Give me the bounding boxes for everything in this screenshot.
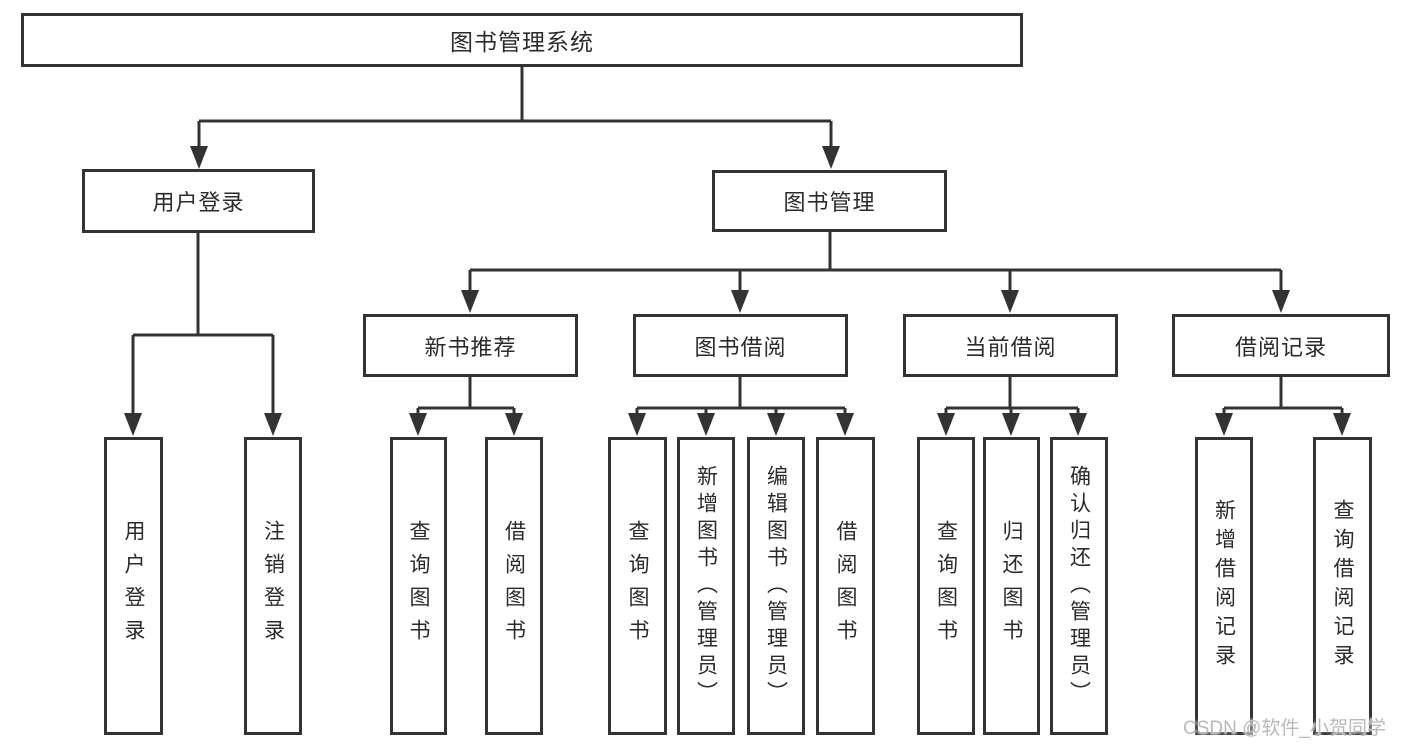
edges-current-borrow-group [937, 377, 1087, 436]
node-user-login: 用户登录 [82, 169, 315, 233]
leaf-edit-books-admin: 编辑图书（管理员） [747, 437, 805, 735]
leaf-query-borrow-record: 查询借阅记录 [1313, 437, 1372, 735]
edges-user-login-children [124, 233, 282, 436]
edges-root-to-level2 [190, 67, 840, 169]
leaf-borrow-books: 借阅图书 [816, 437, 875, 735]
leaf-return-books: 归还图书 [983, 437, 1040, 735]
node-book-borrowing: 图书借阅 [633, 314, 848, 377]
leaf-query-books-recommend: 查询图书 [390, 437, 447, 735]
leaf-add-books-admin: 新增图书（管理员） [677, 437, 735, 735]
leaf-user-login: 用户登录 [104, 437, 163, 735]
leaf-logout: 注销登录 [244, 437, 302, 735]
edges-borrow-records-group [1215, 377, 1351, 436]
edges-new-book-group [409, 377, 523, 436]
leaf-confirm-return-admin: 确认归还（管理员） [1050, 437, 1108, 735]
node-current-borrowing: 当前借阅 [903, 314, 1118, 377]
leaf-query-books-current: 查询图书 [917, 437, 975, 735]
csdn-watermark: CSDN @软件_小贺同学 [1183, 718, 1386, 739]
leaf-query-books-borrow: 查询图书 [608, 437, 667, 735]
leaf-borrow-books-recommend: 借阅图书 [485, 437, 543, 735]
node-borrowing-records: 借阅记录 [1172, 314, 1390, 377]
node-root: 图书管理系统 [21, 13, 1023, 67]
edges-book-borrow-group [628, 377, 854, 436]
node-book-management: 图书管理 [712, 170, 947, 232]
node-new-book-recommendation: 新书推荐 [363, 314, 578, 377]
leaf-add-borrow-record: 新增借阅记录 [1195, 437, 1253, 735]
edges-book-mgmt-to-groups [461, 232, 1290, 313]
